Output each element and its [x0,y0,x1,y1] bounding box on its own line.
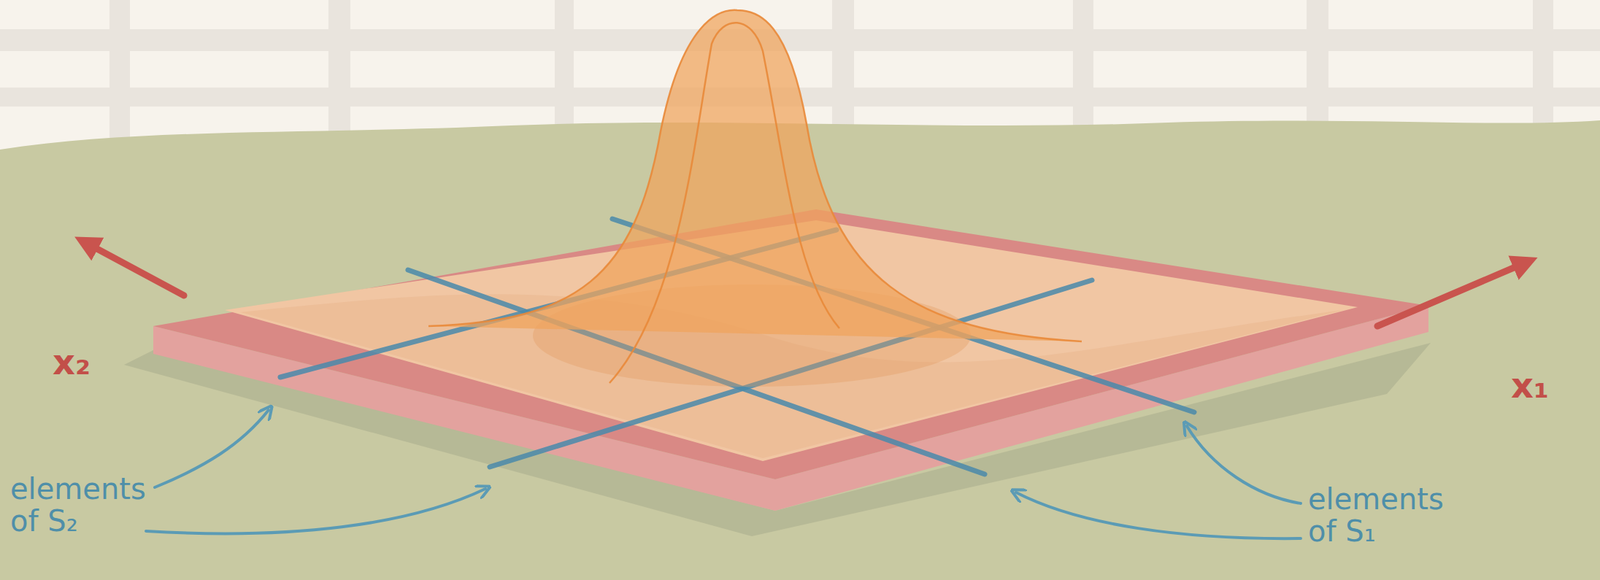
annotation: elements of S₂ [10,472,179,538]
axis-label: x₁ [1510,364,1549,406]
gaussian-bump [428,10,1082,342]
bump-contours [428,10,1082,384]
leader-arrows [145,410,1301,539]
axis-label: x₂ [52,341,91,383]
x2-axis-arrow [86,243,184,296]
annotation: elements of S₁ [1308,483,1476,548]
x1-axis-arrow [1377,262,1526,327]
